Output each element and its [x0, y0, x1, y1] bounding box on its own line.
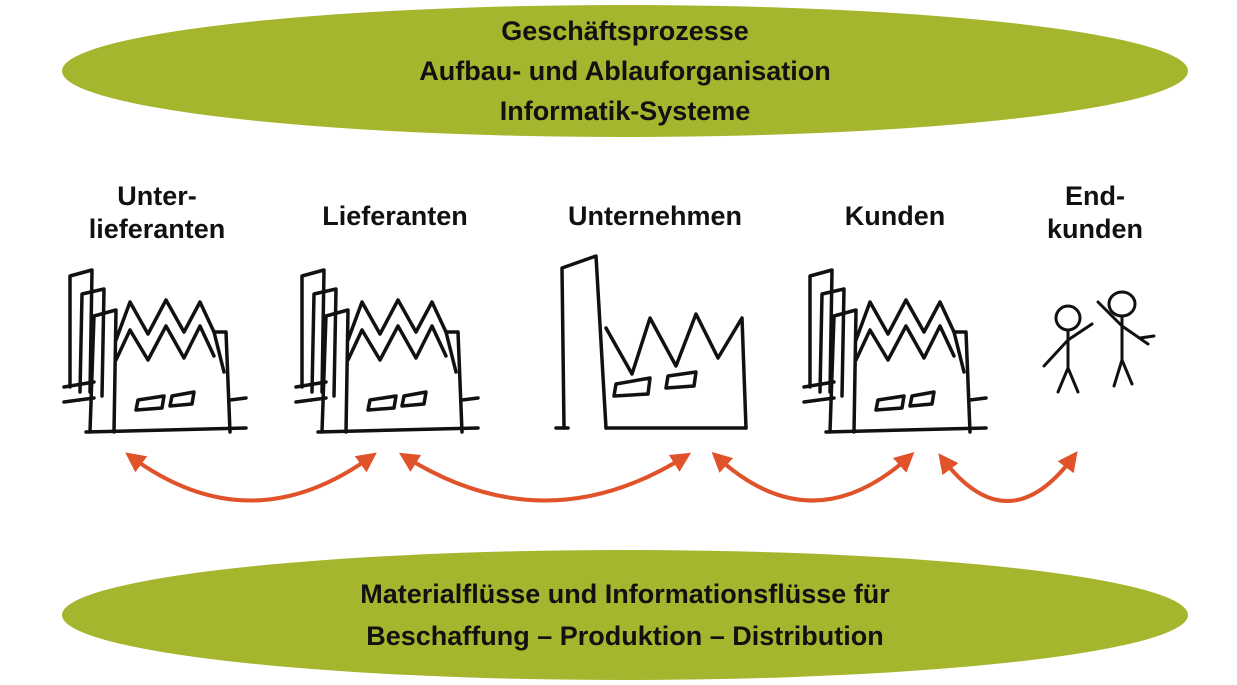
factory-icon: [62, 268, 248, 434]
stage-label-line: kunden: [1046, 214, 1143, 244]
factory-icon: [554, 254, 748, 430]
top-ellipse: Geschäftsprozesse Aufbau- und Ablauforga…: [62, 5, 1188, 137]
bottom-ellipse-line-1: Materialflüsse und Informationsflüsse fü…: [360, 579, 890, 609]
flow-arrow-lieferanten-unternehmen: [398, 452, 692, 503]
top-ellipse-line-1: Geschäftsprozesse: [501, 16, 749, 46]
stage-label-line: Kunden: [844, 201, 946, 231]
people-icon: [1042, 290, 1156, 394]
stage-label-endkunden: End- kunden: [1000, 180, 1190, 246]
factory-icon: [802, 268, 988, 434]
stage-label-line: Unternehmen: [567, 201, 743, 231]
stage-label-line: Unter-: [117, 181, 197, 211]
stage-label-unternehmen: Unternehmen: [540, 200, 770, 233]
bottom-ellipse: Materialflüsse und Informationsflüsse fü…: [62, 550, 1188, 680]
stage-label-kunden: Kunden: [800, 200, 990, 233]
stage-label-line: End-: [1065, 181, 1125, 211]
flow-arrow-kunden-endkunden: [938, 451, 1078, 503]
stage-label-lieferanten: Lieferanten: [300, 200, 490, 233]
bottom-ellipse-line-2: Beschaffung – Produktion – Distribution: [366, 621, 884, 651]
stage-label-unterlieferanten: Unter- lieferanten: [62, 180, 252, 246]
stage-label-line: Lieferanten: [322, 201, 468, 231]
stage-label-line: lieferanten: [88, 214, 226, 244]
factory-icon: [294, 268, 480, 434]
flow-arrow-unterlieferanten-lieferanten: [125, 452, 377, 503]
flow-arrow-unternehmen-kunden: [711, 451, 915, 503]
top-ellipse-line-3: Informatik-Systeme: [499, 96, 751, 126]
top-ellipse-line-2: Aufbau- und Ablauforganisation: [419, 56, 831, 86]
